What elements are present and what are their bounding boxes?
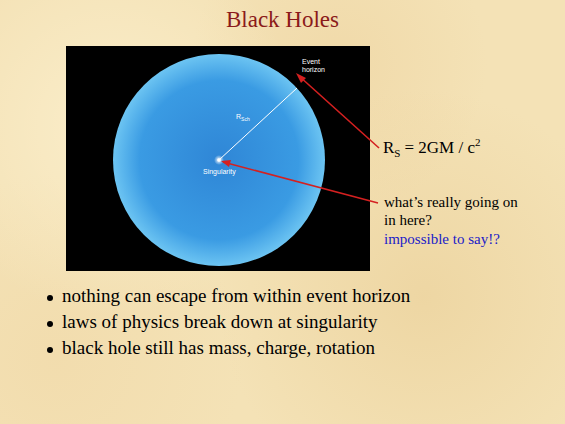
radius-label: RSch [236,113,250,123]
leader-line [299,76,379,148]
event-horizon-sphere [113,54,325,266]
arrowhead [221,160,231,167]
image-label: Singularity [203,168,236,176]
radius-line [219,88,297,160]
bullet-text: laws of physics break down at singularit… [62,311,378,333]
formula-text: = 2GM / c [404,138,475,157]
bullet-dot [47,321,53,327]
formula-subscript: S [394,147,400,159]
space-background [66,46,370,271]
bullet-dot [47,347,53,353]
formula-text: R [383,138,394,157]
slide-title: Black Holes [0,7,565,33]
singularity-glow [214,155,224,165]
subscript-text: Sch [241,116,250,122]
image-label: Event horizon [302,58,336,74]
bullet-text: nothing can escape from within event hor… [62,285,410,307]
leader-line [223,162,378,203]
formula-superscript: 2 [475,136,481,148]
singularity-dot [217,158,221,162]
bullet-dot [47,295,53,301]
annotation-note: impossible to say!? [384,231,500,248]
annotation-note: what’s really going on in here? [384,193,524,229]
bullet-text: black hole still has mass, charge, rotat… [62,337,375,359]
symbol-text: R [236,113,241,120]
arrowhead [296,73,306,83]
formula: RS = 2GM / c2 [383,136,480,159]
